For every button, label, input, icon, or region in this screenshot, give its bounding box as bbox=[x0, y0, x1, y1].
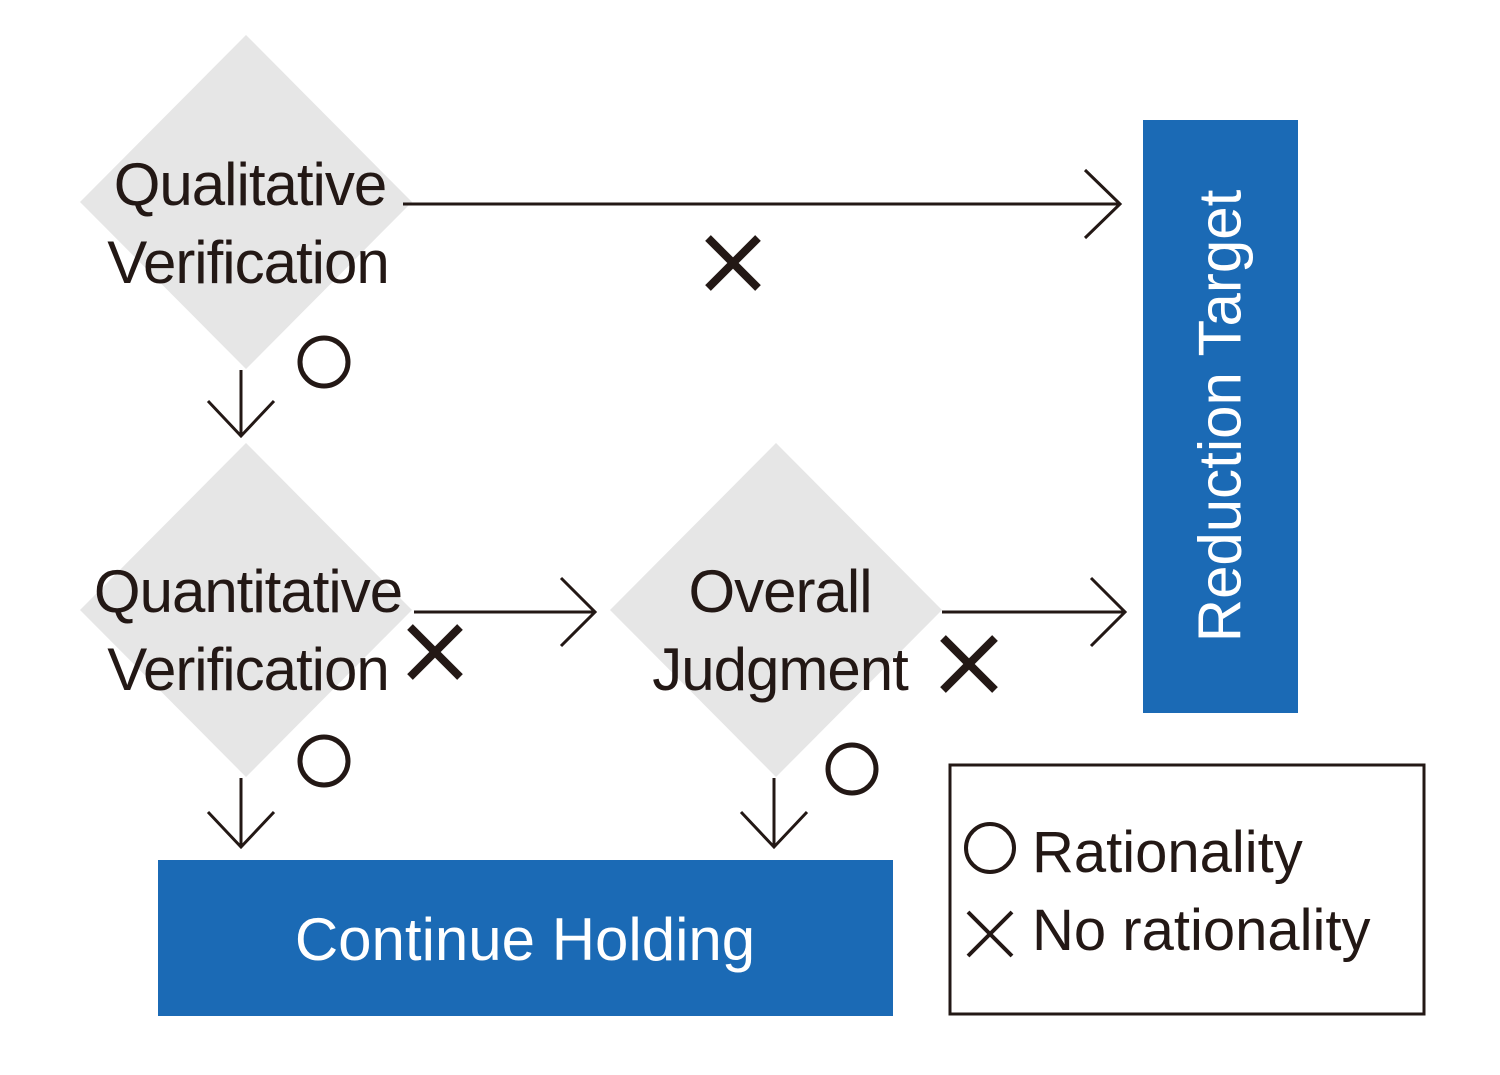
quantitative-label-line2: Verification bbox=[107, 636, 389, 703]
qualitative-label-line2: Verification bbox=[107, 229, 389, 296]
overall-label-line1: Overall bbox=[688, 558, 871, 625]
arrow-quantitative-to-overall bbox=[414, 576, 598, 648]
legend-rationality-icon bbox=[964, 822, 1016, 874]
rationality-circle-icon bbox=[825, 742, 879, 796]
legend-rationality-label: Rationality bbox=[1032, 820, 1303, 885]
reduction-target-box bbox=[1143, 120, 1298, 713]
overall-label-line2: Judgment bbox=[652, 636, 909, 703]
quantitative-diamond bbox=[80, 443, 412, 777]
legend-frame bbox=[948, 763, 1426, 1016]
qualitative-label-line1: Qualitative bbox=[114, 151, 386, 218]
arrow-overall-to-continue bbox=[739, 778, 809, 850]
arrow-overall-to-reduction bbox=[942, 576, 1128, 648]
legend-no-rationality-label: No rationality bbox=[1032, 898, 1370, 963]
quantitative-label-line1: Quantitative bbox=[94, 558, 402, 625]
rationality-circle-icon bbox=[297, 734, 351, 788]
continue-holding-box bbox=[158, 860, 893, 1016]
overall-diamond bbox=[610, 443, 942, 777]
legend-no-rationality-icon bbox=[966, 910, 1014, 958]
arrow-qualitative-to-quantitative bbox=[206, 370, 276, 439]
continue-holding-label: Continue Holding bbox=[295, 906, 755, 973]
no-rationality-cross-icon bbox=[705, 235, 761, 291]
arrow-quantitative-to-continue bbox=[206, 778, 276, 850]
rationality-circle-icon bbox=[297, 335, 351, 389]
reduction-target-label: Reduction Target bbox=[1187, 189, 1254, 642]
no-rationality-cross-icon bbox=[940, 635, 998, 693]
qualitative-diamond bbox=[80, 35, 412, 369]
no-rationality-cross-icon bbox=[407, 624, 463, 680]
legend: Rationality No rationality bbox=[948, 763, 1426, 1016]
arrow-qualitative-to-reduction bbox=[403, 168, 1123, 240]
